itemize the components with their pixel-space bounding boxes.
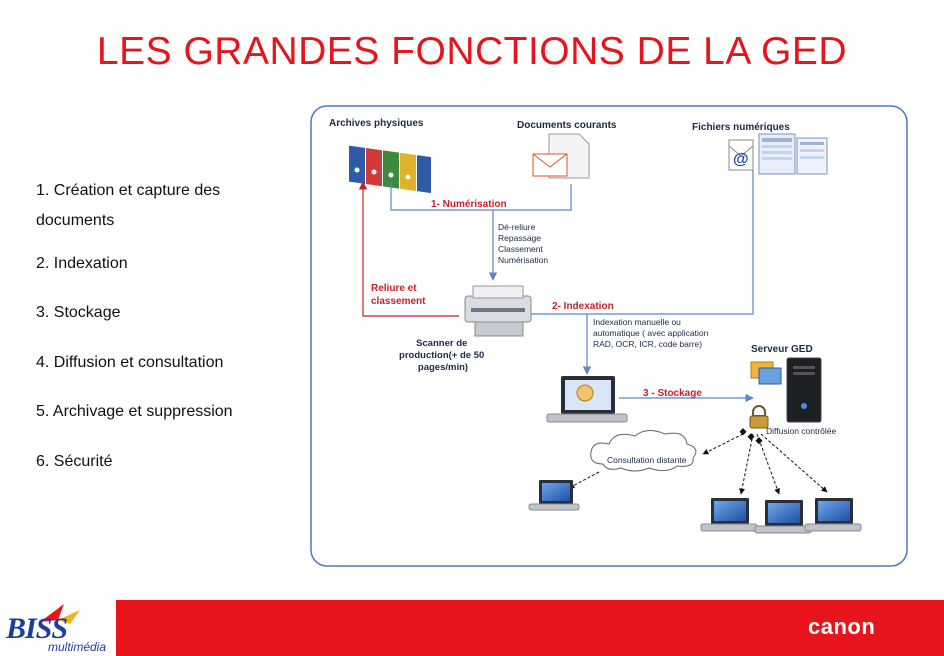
- slide-title: LES GRANDES FONCTIONS DE LA GED: [96, 30, 848, 73]
- diffusion-flow-2: [756, 433, 780, 495]
- documents-label: Documents courants: [517, 120, 617, 131]
- function-item: 3. Stockage: [36, 304, 121, 321]
- function-item: 5. Archivage et suppression: [36, 403, 233, 420]
- indexing-description: Indexation manuelle ou automatique ( ave…: [593, 317, 711, 349]
- step-digitization: 1- Numérisation: [431, 199, 507, 210]
- digitization-bracket: [390, 182, 572, 211]
- server-label: Serveur GED: [751, 344, 813, 355]
- scanner-icon: [464, 285, 532, 337]
- at-sign-glyph: @: [733, 151, 749, 168]
- step-storage: 3 - Stockage: [643, 388, 702, 399]
- ged-workflow-diagram: Archives physiques Documents courants Fi…: [310, 105, 908, 567]
- scanner-label: Scanner de production(+ de 50 pages/min): [399, 338, 487, 373]
- function-item: 2. Indexation: [36, 255, 128, 272]
- logo-subtext: multimédia: [48, 640, 107, 654]
- function-item: 4. Diffusion et consultation: [36, 354, 224, 371]
- client-laptop-icon: [804, 498, 862, 532]
- client-laptop-icon: [700, 498, 758, 532]
- remote-consultation-label: Consultation distante: [607, 455, 687, 465]
- lock-icon: [749, 405, 769, 429]
- function-item: 6. Sécurité: [36, 453, 113, 470]
- envelope-icon: [532, 133, 590, 179]
- cloud-shape: [590, 430, 697, 472]
- indexing-laptop-icon: [546, 376, 628, 423]
- footer-red-band: [116, 600, 944, 656]
- email-files-icon: @: [728, 133, 828, 175]
- diffusion-flow-1: [739, 433, 754, 495]
- footer-bar: canon: [0, 600, 944, 656]
- logo-swoosh-icon: [40, 604, 80, 624]
- controlled-diffusion-label: Diffusion contrôlée: [766, 426, 837, 436]
- rebinding-arrow: [358, 181, 459, 317]
- archives-label: Archives physiques: [329, 118, 424, 129]
- diagram-frame: [310, 105, 908, 567]
- files-label: Fichiers numériques: [692, 122, 790, 133]
- cloud-to-remote-flow: [568, 471, 600, 489]
- logo-text: BISS: [6, 612, 68, 645]
- client-laptop-icon: [754, 500, 812, 534]
- server-icon: [750, 357, 822, 423]
- biss-logo: BISS multimédia: [0, 600, 116, 656]
- rebinding-label: Reliure et classement: [371, 283, 426, 307]
- binders-icon: [349, 145, 431, 194]
- canon-logo: canon: [808, 614, 876, 639]
- files-to-index-line: [531, 170, 754, 315]
- remote-laptop-icon: [528, 480, 580, 511]
- step-indexing: 2- Indexation: [552, 301, 614, 312]
- function-item: 1. Création et capture des documents: [36, 182, 221, 229]
- digitization-tasks: Dé-reliure Repassage Classement Numérisa…: [498, 222, 548, 265]
- server-to-cloud-flow: [702, 433, 744, 455]
